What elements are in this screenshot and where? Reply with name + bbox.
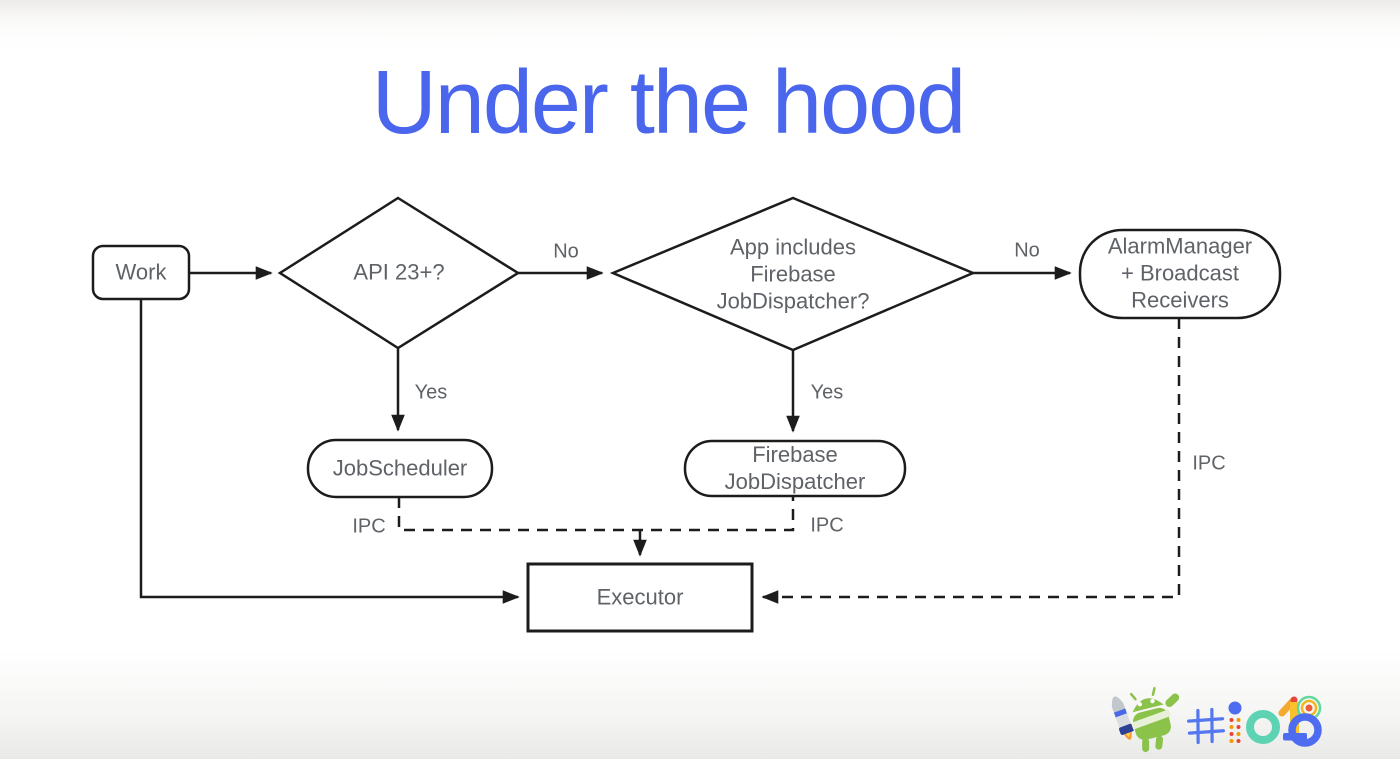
io-8-glyph-icon	[1288, 695, 1322, 747]
firebase-dispatcher-label: Firebase JobDispatcher	[724, 442, 866, 494]
io-i-glyph-icon	[1228, 701, 1242, 743]
firebase-jobdispatcher-node	[683, 439, 907, 498]
jetpack-rocket-icon	[1111, 696, 1134, 740]
ipc-alarmmanager-label: IPC	[1192, 452, 1226, 475]
work-node	[91, 244, 191, 301]
executor-label: Executor	[596, 584, 684, 610]
android-robot-icon	[1129, 686, 1180, 753]
api-no-label: No	[553, 240, 579, 263]
io-o-glyph-icon	[1246, 710, 1280, 744]
executor-node	[526, 562, 754, 633]
firebase-jobdispatcher-decision-node	[609, 196, 977, 352]
api-yes-label: Yes	[414, 381, 448, 404]
io18-footer-logo	[1111, 686, 1322, 753]
firebase-check-label: App includes Firebase JobDispatcher?	[716, 234, 870, 314]
alarmmanager-label: AlarmManager + Broadcast Receivers	[1107, 233, 1253, 313]
edge-work-to-executor	[139, 299, 520, 604]
ipc-firebase-label: IPC	[810, 514, 844, 537]
hash-glyph-icon	[1187, 707, 1225, 745]
work-label: Work	[115, 259, 167, 285]
api-23-label: API 23+?	[353, 259, 445, 285]
edge-ipc-dashed-horizontal	[397, 496, 795, 532]
edge-alarm-ipc-to-executor	[761, 318, 1181, 604]
api-23-decision-node	[277, 196, 521, 350]
alarmmanager-node	[1078, 228, 1282, 320]
slide-title: Under the hood	[371, 53, 966, 153]
jobscheduler-label: JobScheduler	[332, 455, 468, 481]
firebase-yes-label: Yes	[810, 381, 844, 404]
firebase-no-label: No	[1014, 239, 1040, 262]
ipc-jobscheduler-label: IPC	[352, 515, 386, 538]
jobscheduler-node	[306, 438, 494, 499]
